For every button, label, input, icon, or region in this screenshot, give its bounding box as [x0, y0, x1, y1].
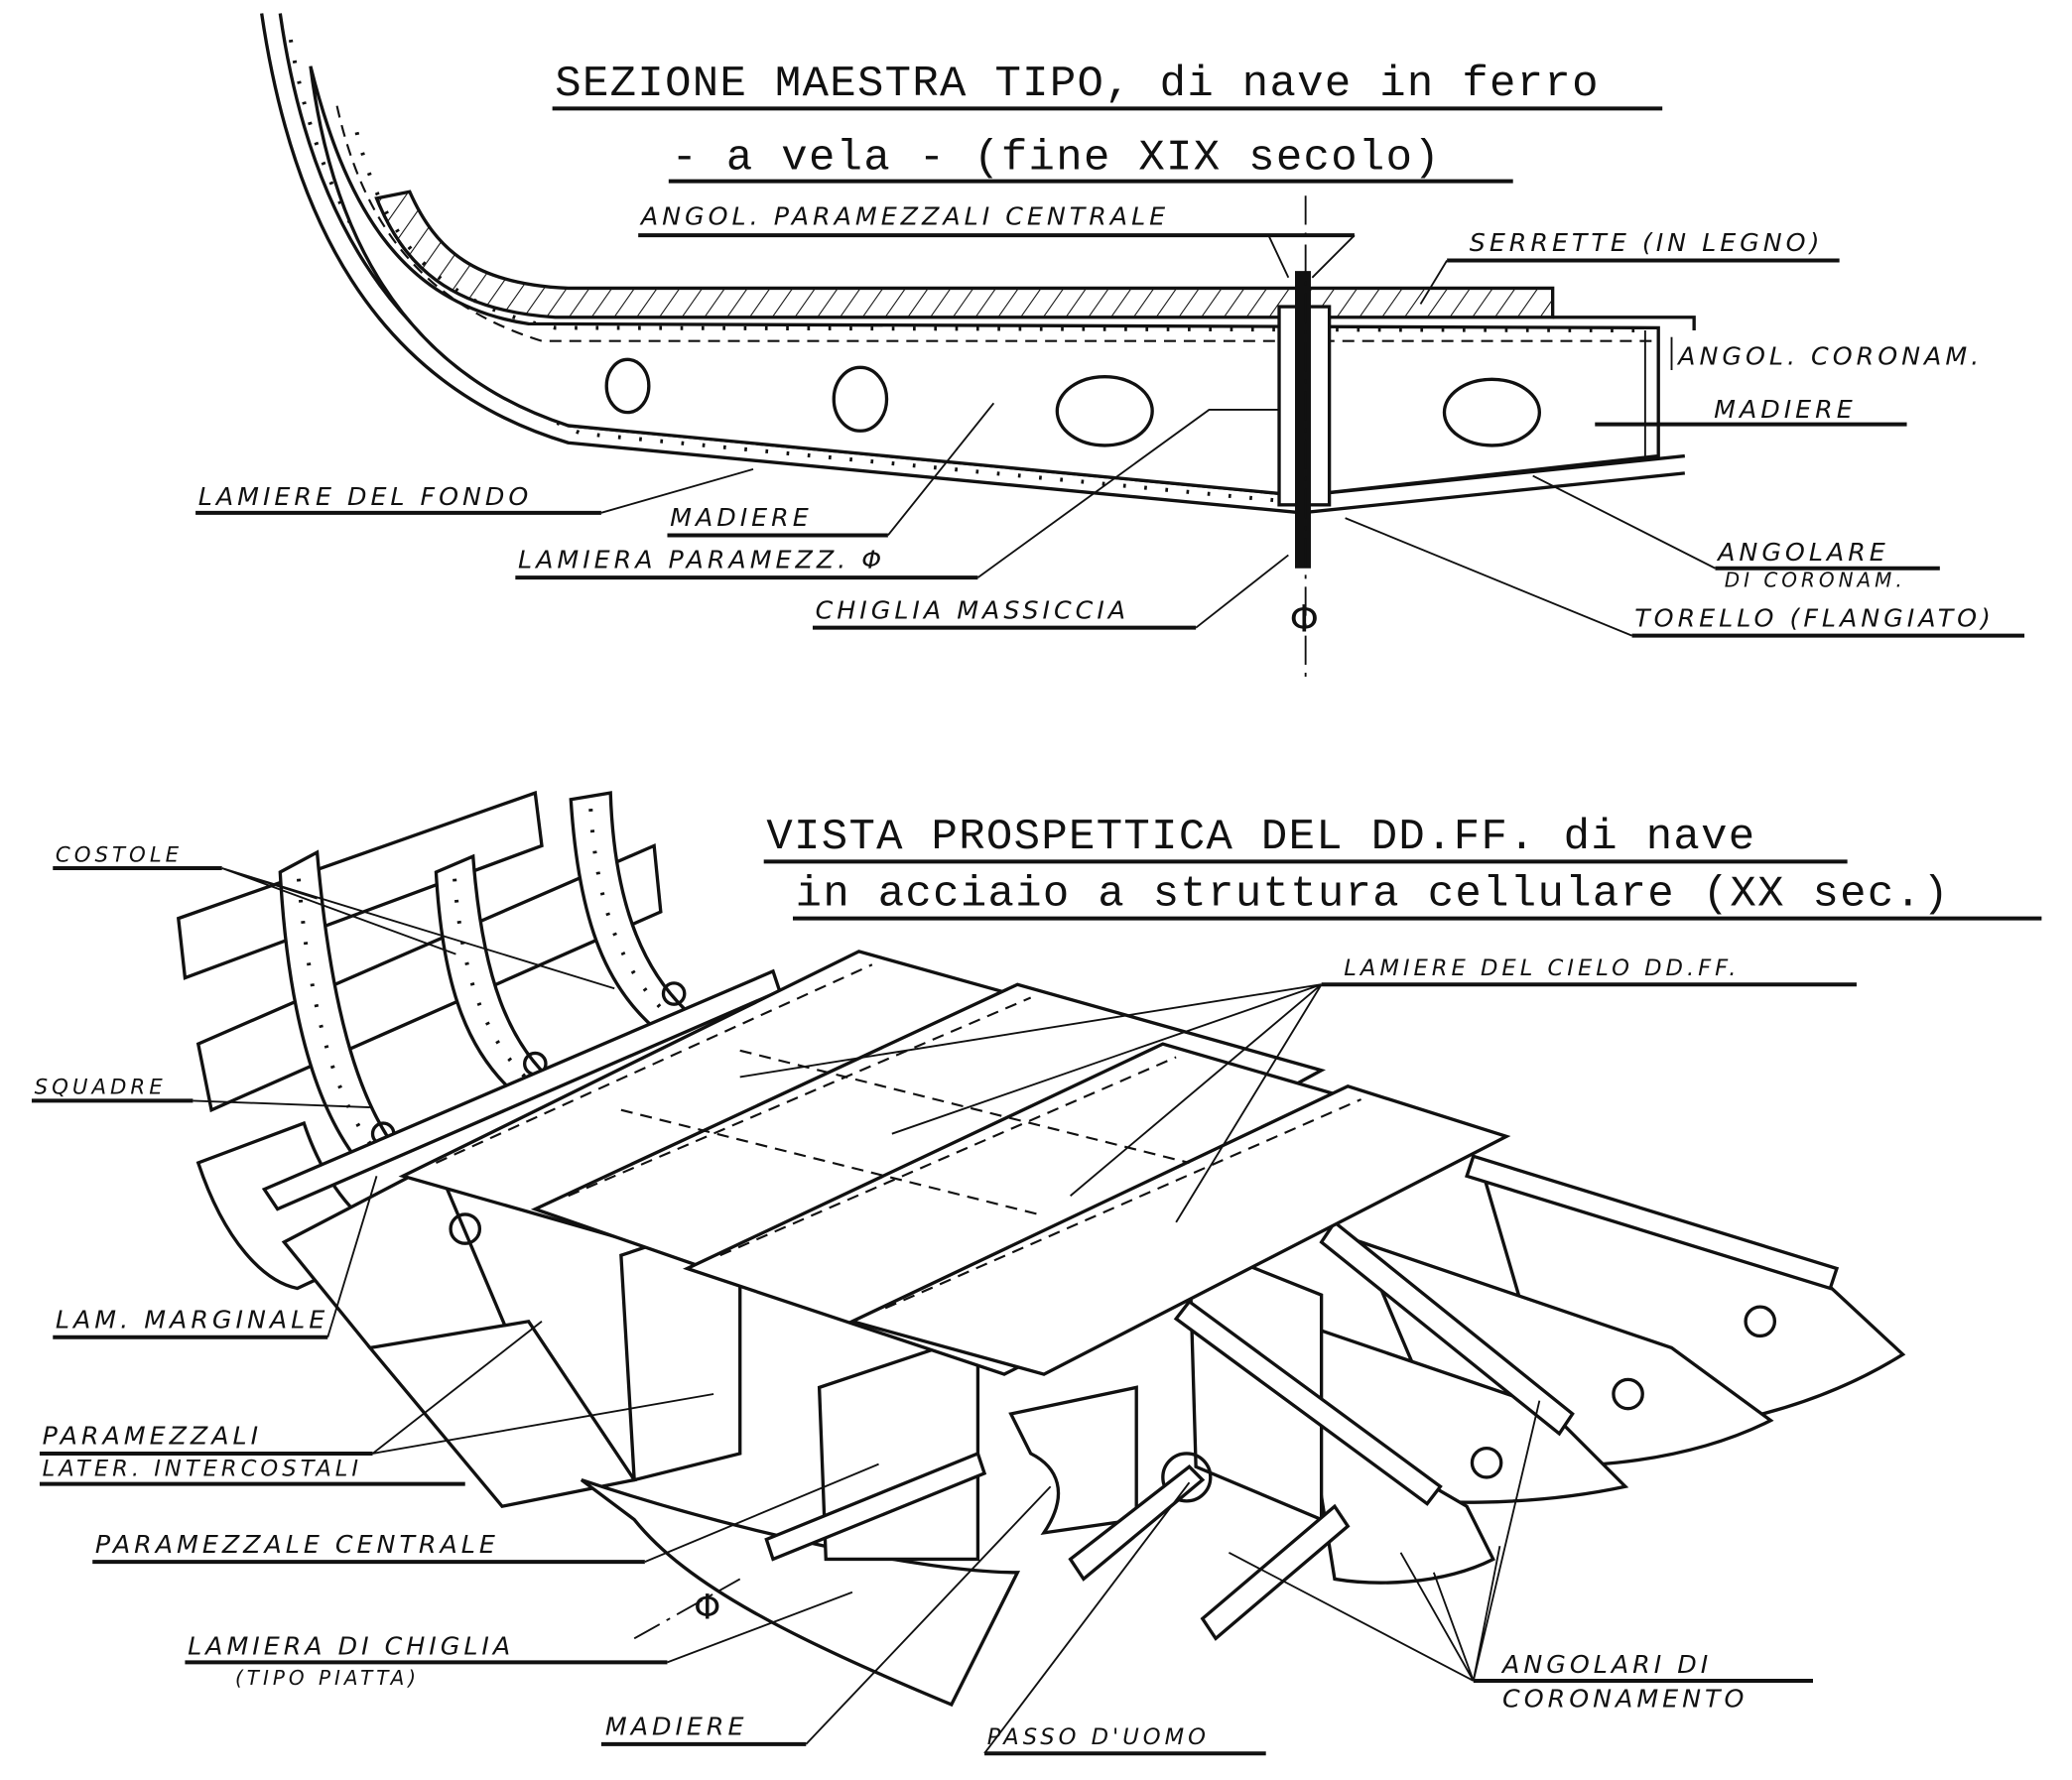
- label-lamiera-paramezz: LAMIERA PARAMEZZ. Φ: [518, 546, 885, 574]
- label-paramezzali-line2: LATER. INTERCOSTALI: [43, 1457, 362, 1482]
- perspective-title-line1: VISTA PROSPETTICA DEL DD.FF. di nave: [766, 813, 1755, 862]
- serrette-wood-planking: [374, 190, 1555, 319]
- section-title-line2: - a vela - (fine XIX secolo): [671, 134, 1441, 184]
- label-lamiera-di-chiglia-line1: LAMIERA DI CHIGLIA: [188, 1631, 514, 1660]
- perspective-drawing: VISTA PROSPETTICA DEL DD.FF. di nave in …: [31, 790, 2042, 1756]
- section-labels: ANGOL. PARAMEZZALI CENTRALE SERRETTE (IN…: [195, 202, 2025, 638]
- passo-duomo-hole: [1161, 1452, 1213, 1503]
- label-serrette: SERRETTE (IN LEGNO): [1470, 228, 1824, 257]
- perspective-labels: COSTOLE LAMIERE DEL CIELO DD.FF. SQUADRE…: [31, 842, 1857, 1756]
- lightening-holes: [604, 357, 1542, 447]
- label-lamiere-del-fondo: LAMIERE DEL FONDO: [198, 482, 533, 511]
- label-lamiere-del-cielo: LAMIERE DEL CIELO DD.FF.: [1344, 955, 1740, 981]
- label-paramezzali-line1: PARAMEZZALI: [43, 1422, 262, 1451]
- label-squadre: SQUADRE: [35, 1076, 167, 1100]
- centerline-symbol: Φ: [1290, 597, 1323, 641]
- label-paramezzale-centrale: PARAMEZZALE CENTRALE: [95, 1530, 499, 1559]
- madieri-floor-plates: [449, 1160, 1906, 1585]
- label-angol-paramezzali-centrale: ANGOL. PARAMEZZALI CENTRALE: [639, 202, 1169, 231]
- label-passo-duomo: PASSO D'UOMO: [987, 1724, 1210, 1750]
- perspective-title-line2: in acciaio a struttura cellulare (XX sec…: [796, 869, 1950, 919]
- label-chiglia-massiccia: CHIGLIA MASSICCIA: [816, 595, 1129, 624]
- angol-coronam-bar: [1552, 316, 1696, 331]
- lamiere-del-cielo: [398, 950, 1511, 1376]
- label-angolare-line2: DI CORONAM.: [1725, 568, 1906, 591]
- label-madiere-left: MADIERE: [670, 503, 813, 532]
- midship-section-drawing: SEZIONE MAESTRA TIPO, di nave in ferro -…: [195, 13, 2025, 681]
- label-lam-marginale: LAM. MARGINALE: [56, 1305, 328, 1334]
- label-angolari-line2: CORONAMENTO: [1502, 1685, 1748, 1714]
- label-angol-coronam: ANGOL. CORONAM.: [1676, 342, 1983, 371]
- hull-shell-outer: [260, 13, 1686, 515]
- label-madiere: MADIERE: [605, 1713, 748, 1741]
- section-title-line1: SEZIONE MAESTRA TIPO, di nave in ferro: [555, 60, 1600, 109]
- label-costole: COSTOLE: [56, 842, 183, 867]
- label-torello: TORELLO (FLANGIATO): [1634, 603, 1995, 632]
- chiglia-massiccia-keel: [1295, 271, 1311, 569]
- label-angolare-line1: ANGOLARE: [1716, 538, 1889, 567]
- lamiera-di-chiglia: [580, 1477, 1021, 1708]
- label-lamiera-di-chiglia-line2: (TIPO PIATTA): [235, 1666, 420, 1690]
- perspective-centerline-symbol: Φ: [694, 1588, 724, 1627]
- label-madiere-right: MADIERE: [1714, 395, 1857, 424]
- angolari-bars: [261, 968, 1840, 1641]
- label-angolari-line1: ANGOLARI DI: [1500, 1650, 1712, 1679]
